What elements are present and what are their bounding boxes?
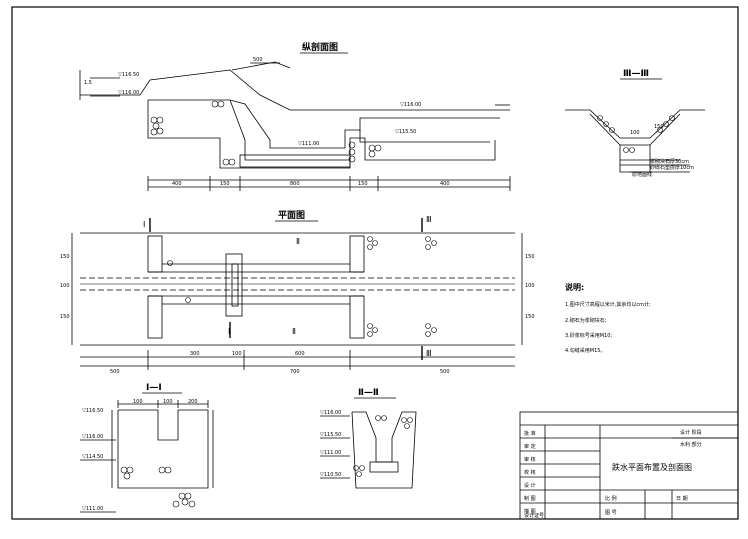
title-block-labels: 批 准 审 定 审 核 校 核 设 计 制 图 描 图 设计证号 设计 阶段 水… — [524, 429, 702, 519]
sec1-dim-2: 100 — [163, 399, 173, 405]
sec2-elev-2: ▽115.50 — [320, 432, 341, 438]
sec1-elev-1: ▽116.50 — [82, 408, 103, 414]
section-mark-I-top: Ⅰ — [143, 220, 145, 229]
tb-row-2: 审 定 — [524, 443, 536, 450]
section-1-labels: ▽116.50 ▽116.00 ▽114.50 ▽111.00 100 100 … — [82, 399, 198, 512]
tb-row-8: 设计证号 — [524, 512, 544, 519]
section-1-title: Ⅰ—Ⅰ — [146, 383, 162, 393]
plan-labels: Ⅰ Ⅰ Ⅱ Ⅱ Ⅲ Ⅲ 500 700 500 300 100 600 150 … — [60, 215, 535, 375]
tb-department: 水利 部分 — [680, 441, 702, 448]
longitudinal-title: 纵剖面图 — [302, 41, 338, 53]
tb-row-4: 校 核 — [524, 469, 536, 476]
section-3-title: Ⅲ—Ⅲ — [623, 69, 649, 79]
sec3-dim-2: 150 — [654, 124, 664, 130]
plan-side-right-1: 150 — [525, 254, 535, 260]
tb-row-1: 批 准 — [524, 430, 536, 437]
section-mark-III-bottom: Ⅲ — [426, 349, 432, 358]
tb-date: 日 期 — [676, 496, 688, 502]
plan-dim-3: 500 — [440, 369, 450, 375]
sec3-dim-1: 100 — [630, 130, 640, 136]
title-block — [519, 411, 739, 520]
plan-dim-2: 700 — [290, 369, 300, 375]
plan-side-left-2: 100 — [60, 283, 70, 289]
plan-view: 平面图 — [71, 210, 523, 370]
sec3-label-3: 原地面线 — [632, 171, 652, 178]
note-2: 2.砌石为浆砌块石; — [565, 317, 607, 324]
section-3-3: Ⅲ—Ⅲ — [565, 69, 705, 173]
section-1-1: Ⅰ—Ⅰ — [80, 383, 214, 513]
section-mark-II-top: Ⅱ — [296, 237, 300, 246]
sec1-dim-3: 200 — [188, 399, 198, 405]
tb-drawing-title: 跌水平面布置及剖面图 — [612, 462, 692, 472]
tb-row-6: 制 图 — [524, 495, 536, 502]
profile-side-h: 1.5 — [84, 80, 92, 86]
section-2-title: Ⅱ—Ⅱ — [358, 388, 379, 398]
section-mark-I-bottom: Ⅰ — [228, 327, 230, 336]
sheet-frame — [11, 6, 739, 520]
sec3-label-1: 浆砌块石厚30cm — [650, 158, 689, 165]
plan-side-left-3: 150 — [60, 314, 70, 320]
tb-company: 设计 阶段 — [680, 429, 702, 436]
sec1-dim-1: 100 — [133, 399, 143, 405]
section-3-labels: 浆砌块石厚30cm 砂砾石垫层厚10cm 原地面线 100 150 — [630, 124, 694, 178]
profile-elev-bottom: ▽111.00 — [298, 141, 319, 147]
profile-elev-right: ▽116.00 — [400, 102, 421, 108]
tb-row-5: 设 计 — [524, 482, 536, 489]
profile-dim-1: 400 — [172, 181, 182, 187]
notes-block: 说明: 1.图中尺寸高程以米计,其余均以cm计; 2.砌石为浆砌块石; 3.砂浆… — [565, 282, 651, 354]
tb-scale: 比 例 — [605, 495, 617, 502]
profile-dim-2: 150 — [220, 181, 230, 187]
plan-title: 平面图 — [278, 210, 305, 221]
sec1-elev-2: ▽116.00 — [82, 434, 103, 440]
section-mark-II-bottom: Ⅱ — [292, 327, 296, 336]
plan-side-right-3: 150 — [525, 314, 535, 320]
tb-row-3: 审 核 — [524, 456, 536, 463]
plan-side-left-1: 150 — [60, 254, 70, 260]
notes-heading: 说明: — [565, 282, 584, 292]
section-2-2: Ⅱ—Ⅱ — [320, 388, 417, 489]
sec1-elev-3: ▽114.50 — [82, 454, 103, 460]
plan-sub-1: 300 — [190, 351, 200, 357]
sec2-elev-1: ▽116.00 — [320, 410, 341, 416]
profile-elev-left2: ▽116.00 — [118, 90, 139, 96]
plan-side-right-2: 100 — [525, 283, 535, 289]
plan-dim-1: 500 — [110, 369, 120, 375]
tb-drawing-no: 图 号 — [605, 510, 617, 516]
section-mark-III-top: Ⅲ — [426, 215, 432, 224]
sec1-elev-4: ▽111.00 — [82, 506, 103, 512]
plan-sub-3: 600 — [295, 351, 305, 357]
sec2-elev-3: ▽111.00 — [320, 450, 341, 456]
longitudinal-profile: 纵剖面图 — [79, 41, 511, 191]
profile-dim-3: 800 — [290, 181, 300, 187]
sec2-elev-4: ▽110.50 — [320, 472, 341, 478]
profile-elev-right-low: ▽115.50 — [395, 129, 416, 135]
profile-elev-left: ▽116.50 — [118, 72, 139, 78]
plan-sub-2: 100 — [232, 351, 242, 357]
note-4: 4.勾缝采用M15。 — [565, 347, 605, 354]
profile-labels: ▽116.50 ▽116.00 ▽116.00 ▽111.00 ▽115.50 … — [84, 57, 450, 187]
sec3-label-2: 砂砾石垫层厚10cm — [650, 164, 694, 171]
section-2-labels: ▽116.00 ▽115.50 ▽111.00 ▽110.50 — [320, 410, 341, 478]
tb-row-7: 描 图 — [524, 508, 536, 515]
profile-dim-4: 150 — [358, 181, 368, 187]
note-3: 3.砂浆标号采用M10; — [565, 332, 612, 339]
note-1: 1.图中尺寸高程以米计,其余均以cm计; — [565, 301, 651, 308]
profile-dim-5: 400 — [440, 181, 450, 187]
profile-dim-top: 500 — [253, 57, 263, 63]
